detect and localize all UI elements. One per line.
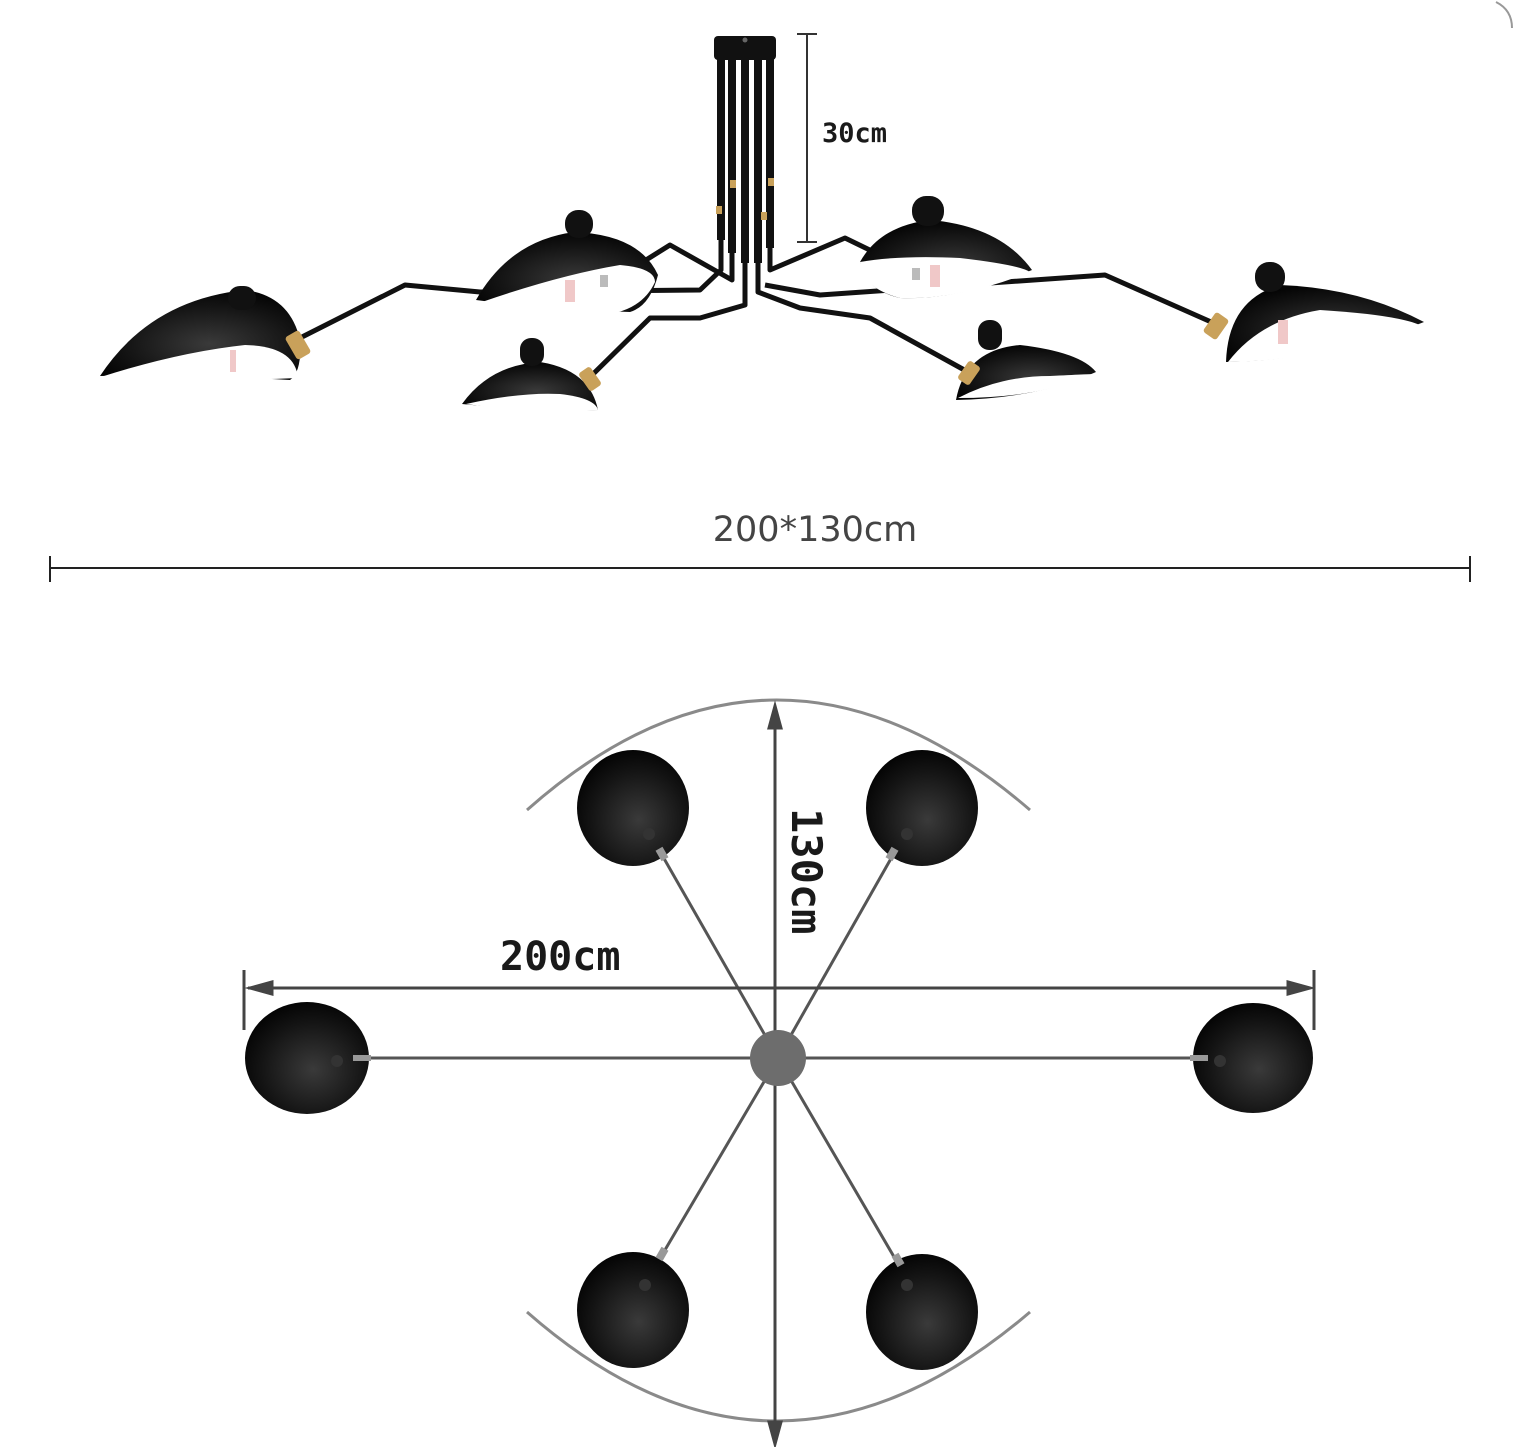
plan-hub: [750, 1030, 806, 1086]
ceiling-canopy: [714, 36, 776, 263]
top-arc: [526, 698, 1031, 812]
frame-corner: [1495, 1, 1513, 29]
width-dimension-line: [242, 970, 1316, 1030]
plan-shade-top-left: [577, 750, 689, 866]
overall-width-line: [49, 556, 1471, 582]
plan-shade-right: [1190, 1003, 1313, 1113]
plan-view: 200cm 130cm: [242, 698, 1316, 1447]
shade-far-left: [100, 286, 311, 380]
shade-lower-right: [956, 320, 1096, 400]
plan-shade-top-right: [866, 750, 978, 866]
canopy-height-label: 30cm: [822, 118, 887, 149]
shade-far-right: [1203, 262, 1424, 362]
depth-label: 130cm: [782, 808, 831, 934]
plan-shade-bottom-right: [866, 1252, 978, 1370]
shade-upper-right: [860, 196, 1032, 299]
overall-size-label: 200*130cm: [713, 510, 917, 550]
height-dimension-line: [797, 33, 817, 243]
plan-arms: [365, 854, 1195, 1263]
shade-lower-left: [462, 338, 601, 412]
side-view: 30cm 200*130cm: [49, 33, 1471, 582]
width-label: 200cm: [500, 934, 620, 980]
plan-shade-bottom-left: [577, 1246, 689, 1368]
shade-upper-left: [476, 210, 658, 316]
plan-shade-left: [245, 1002, 371, 1114]
